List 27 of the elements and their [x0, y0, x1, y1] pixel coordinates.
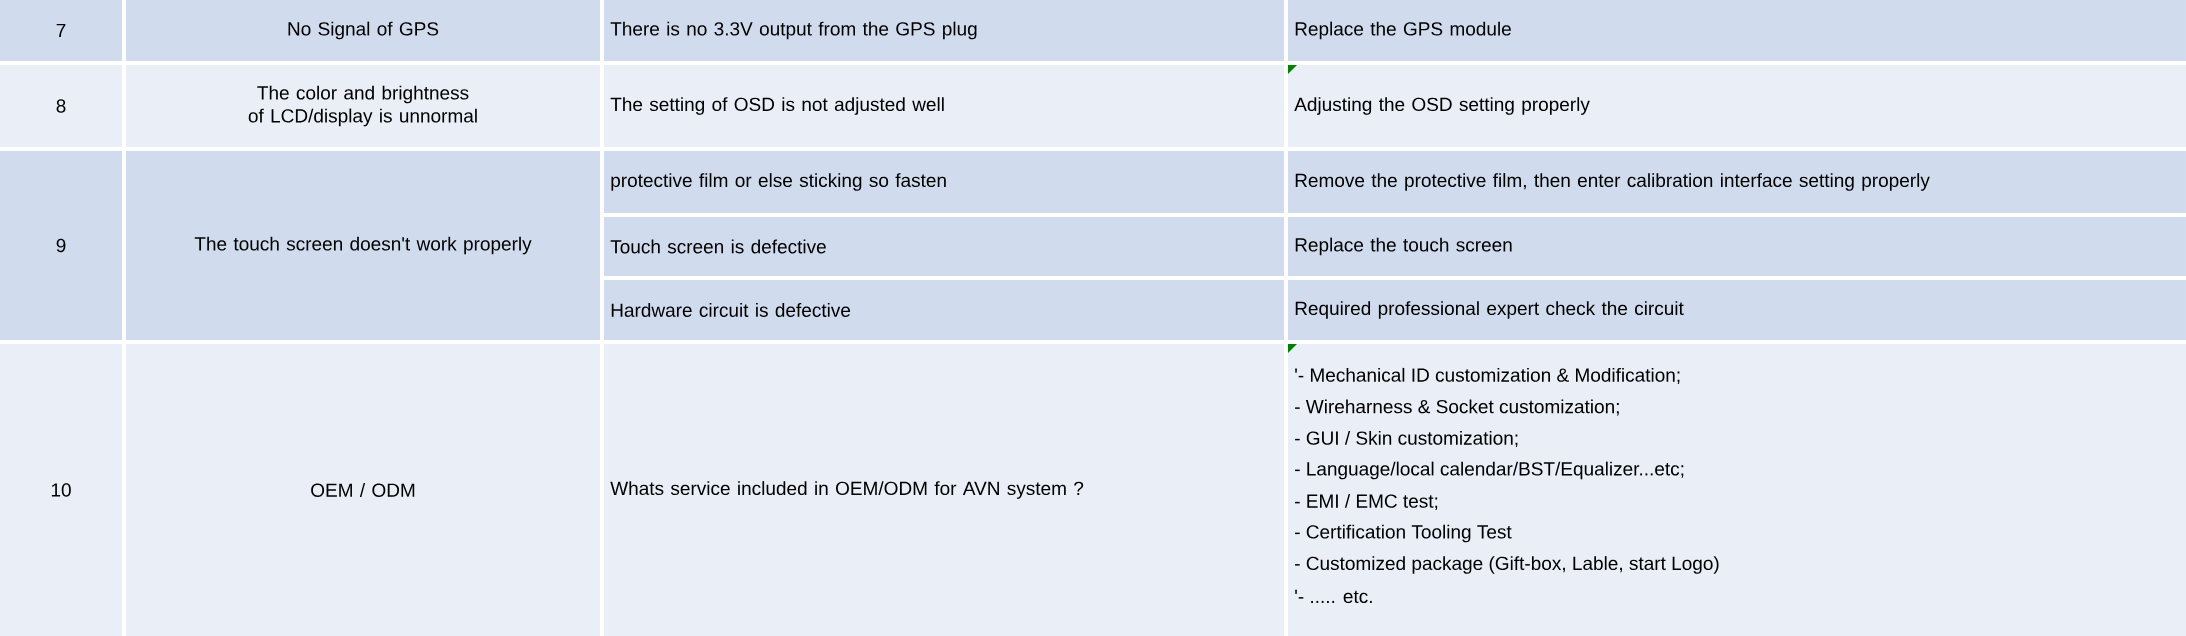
table-cell: The touch screen doesn't work properly	[126, 151, 600, 340]
list-item: - GUI / Skin customization;	[1295, 430, 1518, 448]
list-item: - Wireharness & Socket customization;	[1295, 399, 1619, 416]
table-cell: OEM / ODM	[126, 344, 600, 636]
table-cell: Replace the GPS module	[1288, 0, 2186, 61]
table-cell: The setting of OSD is not adjusted well	[604, 65, 1284, 147]
table-cell: protective film or else sticking so fasten	[604, 151, 1284, 213]
table-cell: Hardware circuit is defective	[604, 280, 1284, 340]
table-cell: The color and brightness of LCD/display is unnormal	[126, 65, 600, 147]
table-cell: Replace the touch screen	[1288, 217, 2186, 276]
table-cell: Touch screen is defective	[604, 217, 1284, 276]
list-item: - Certification Tooling Test	[1295, 524, 1512, 543]
list-item: - EMI / EMC test;	[1295, 493, 1438, 511]
list-item: '- ..... etc.	[1295, 589, 1372, 604]
table-cell: 10	[0, 344, 122, 636]
table-cell: 8	[0, 65, 122, 147]
table-cell: Adjusting the OSD setting properly	[1288, 65, 2186, 147]
list-item: - Language/local calendar/BST/Equalizer...etc;	[1295, 461, 1684, 480]
list-item: - Customized package (Gift-box, Lable, start Logo)	[1295, 556, 1719, 574]
table-cell: 9	[0, 151, 122, 340]
table-cell: No Signal of GPS	[126, 0, 600, 61]
list-item: '- Mechanical ID customization & Modification;	[1295, 367, 1680, 385]
table-cell: Whats service included in OEM/ODM for AVN system ?	[604, 344, 1284, 636]
table-cell: There is no 3.3V output from the GPS plug	[604, 0, 1284, 61]
table-cell: 7	[0, 0, 122, 61]
table-cell: Remove the protective film, then enter calibration interface setting properly	[1288, 151, 2186, 213]
table-cell: Required professional expert check the circuit	[1288, 280, 2186, 340]
